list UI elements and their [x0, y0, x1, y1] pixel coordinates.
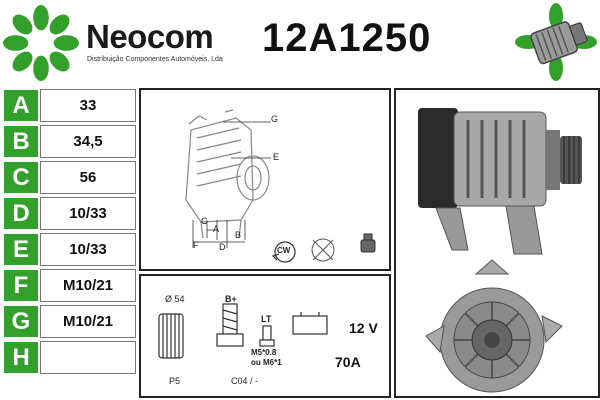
terminal-lt-label: LT — [261, 314, 272, 324]
dimension-letter: B — [4, 126, 38, 157]
dimension-value: 56 — [40, 161, 136, 194]
logo-icon — [2, 4, 80, 82]
alternator-front-view — [425, 259, 563, 393]
dimension-row: G M10/21 — [2, 304, 136, 339]
pulley-icon — [158, 313, 184, 359]
diagram-label-d: D — [219, 242, 226, 252]
dimension-row: E 10/33 — [2, 232, 136, 267]
dimension-value: 34,5 — [40, 125, 136, 158]
diagram-label-b: B — [235, 230, 242, 240]
mounting-diagram: G E C A B F D CW — [139, 88, 391, 271]
pulley-diameter: Ø 54 — [165, 294, 185, 304]
part-number: 12A1250 — [262, 16, 432, 60]
dimension-value: 10/33 — [40, 233, 136, 266]
dimension-letter: E — [4, 234, 38, 265]
dimension-letter: C — [4, 162, 38, 193]
connector-code: C04 / - — [231, 376, 259, 386]
dimension-letter: H — [4, 342, 38, 373]
voltage-value: 12 V — [349, 320, 378, 336]
diagram-label-f: F — [193, 240, 199, 250]
dimension-value: 33 — [40, 89, 136, 122]
alternator-thumbnail-icon — [515, 3, 597, 81]
alternator-outline-drawing — [185, 109, 376, 263]
battery-icon — [292, 312, 328, 335]
diagram-label-a: A — [213, 224, 220, 234]
rotation-icon — [271, 241, 296, 263]
brand-name: Neocom — [86, 18, 214, 55]
diagram-label-g: G — [271, 114, 279, 124]
product-photos — [394, 88, 600, 398]
dimension-value: 10/33 — [40, 197, 136, 230]
screw-spec-2: ou M6*1 — [251, 358, 282, 367]
bolt-icon — [216, 303, 244, 347]
dimension-value: M10/21 — [40, 305, 136, 338]
ventilation-icon — [311, 238, 335, 262]
alternator-side-view — [418, 108, 582, 255]
dimension-value — [40, 341, 136, 374]
dimension-row: H — [2, 340, 136, 375]
dimension-letter: F — [4, 270, 38, 301]
terminal-b-label: B+ — [225, 294, 237, 304]
diagram-label-e: E — [273, 152, 280, 162]
pulley-type: P5 — [169, 376, 181, 386]
diagram-label-c: C — [201, 216, 208, 226]
dimension-letter: A — [4, 90, 38, 121]
specs-drawing — [158, 303, 328, 359]
current-value: 70A — [335, 354, 361, 370]
dimension-row: A 33 — [2, 88, 136, 123]
brand-tagline: Distribuição Componentes Automóveis, Lda — [87, 56, 223, 63]
dimension-row: B 34,5 — [2, 124, 136, 159]
dimension-letter: G — [4, 306, 38, 337]
dimension-value: M10/21 — [40, 269, 136, 302]
alternator-photo-icon — [418, 108, 582, 393]
dimension-row: F M10/21 — [2, 268, 136, 303]
dimension-row: C 56 — [2, 160, 136, 195]
connector-icon — [360, 233, 376, 253]
dimension-row: D 10/33 — [2, 196, 136, 231]
electrical-specs: Ø 54 P5 B+ LT M5*0.8 ou M6*1 C04 / - 12 … — [139, 274, 391, 398]
screw-icon — [259, 325, 275, 347]
rotation-label: CW — [277, 246, 291, 255]
dimension-letter: D — [4, 198, 38, 229]
screw-spec-1: M5*0.8 — [251, 348, 277, 357]
dimension-table: A 33 B 34,5 C 56 D 10/33 E 10/33 F M10/2… — [2, 88, 136, 398]
